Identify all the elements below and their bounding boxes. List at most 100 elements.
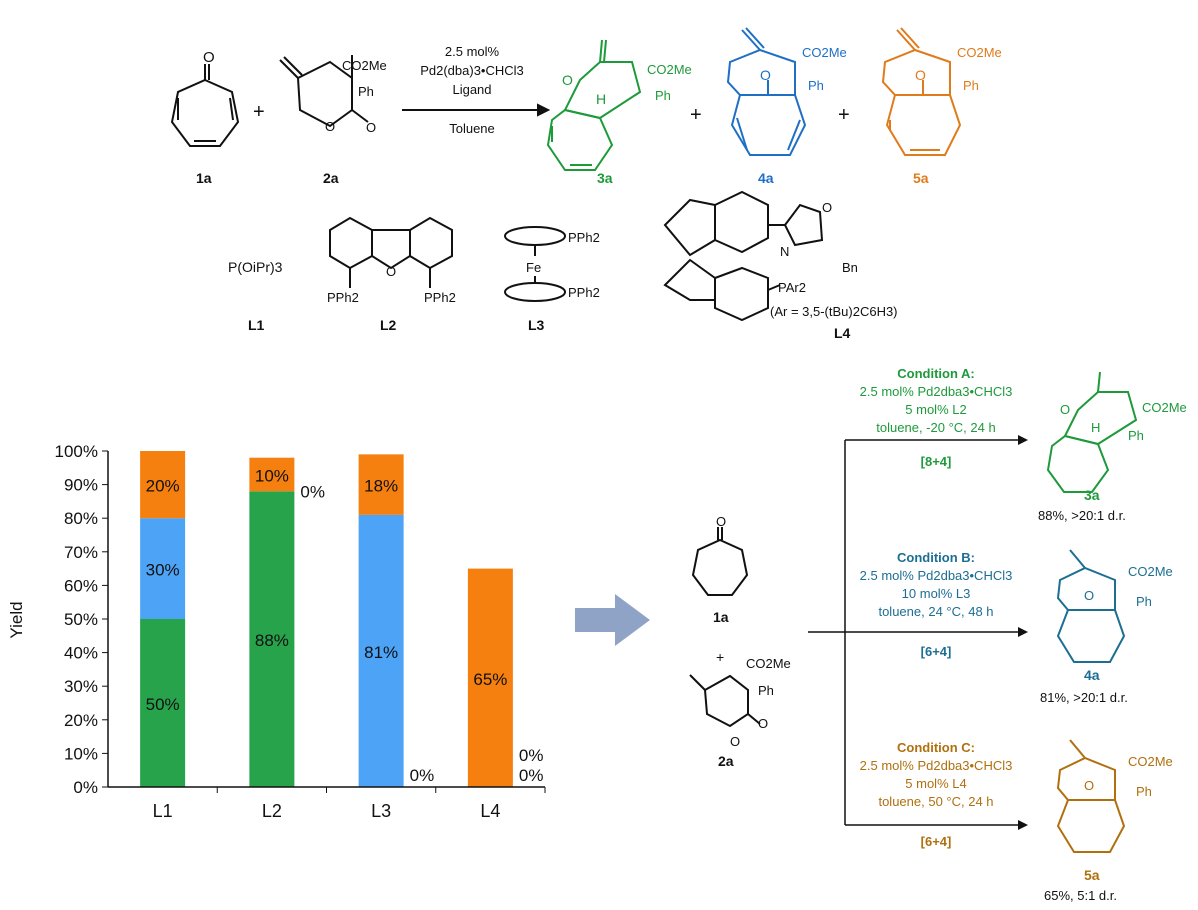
lactone-ph: Ph bbox=[358, 84, 374, 99]
condition-c-line1: 2.5 mol% Pd2dba3•CHCl3 bbox=[860, 758, 1013, 773]
x-tick-label: L1 bbox=[153, 801, 173, 821]
ligand-l1-label: L1 bbox=[248, 317, 265, 333]
lactone-small-co2me: CO2Me bbox=[746, 656, 791, 671]
tropone-1a-structure bbox=[170, 64, 240, 147]
product-3a-ph: Ph bbox=[655, 88, 671, 103]
conditions-line-1: 2.5 mol% bbox=[445, 44, 500, 59]
bar-segment bbox=[358, 454, 404, 515]
ligand-l3-label: L3 bbox=[528, 317, 545, 333]
bar-segment bbox=[467, 568, 513, 787]
condition-b-type: [6+4] bbox=[921, 644, 952, 659]
y-tick-label: 60% bbox=[64, 576, 98, 595]
arrowhead-a bbox=[1018, 435, 1028, 445]
product-5a-small-co2me: CO2Me bbox=[1128, 754, 1173, 769]
start-plus: + bbox=[716, 649, 724, 665]
arrowhead-c bbox=[1018, 820, 1028, 830]
condition-b-line1: 2.5 mol% Pd2dba3•CHCl3 bbox=[860, 568, 1013, 583]
tropone-small-structure bbox=[691, 527, 749, 596]
conditions-line-3: Ligand bbox=[452, 82, 491, 97]
label-1a: 1a bbox=[196, 170, 212, 186]
y-tick-label: 20% bbox=[64, 711, 98, 730]
product-5a-label: 5a bbox=[913, 170, 929, 186]
ligand-l1-formula: P(OiPr)3 bbox=[228, 259, 283, 275]
condition-b-product: 4a bbox=[1084, 667, 1100, 683]
bar-segment bbox=[249, 457, 295, 492]
lactone-small-ph: Ph bbox=[758, 683, 774, 698]
bar-segment bbox=[249, 491, 295, 787]
condition-a-title: Condition A: bbox=[897, 366, 975, 381]
product-3a-small-structure bbox=[1046, 371, 1138, 493]
condition-a-line2: 5 mol% L2 bbox=[905, 402, 966, 417]
product-4a-o: O bbox=[760, 67, 771, 83]
condition-a-product: 3a bbox=[1084, 487, 1100, 503]
start-2a-label: 2a bbox=[718, 753, 734, 769]
label-2a: 2a bbox=[323, 170, 339, 186]
y-axis-label: Yield bbox=[7, 601, 26, 638]
bar-segment bbox=[140, 518, 186, 619]
bar-value-label: 18% bbox=[364, 477, 398, 496]
branch-arrows bbox=[808, 439, 1020, 826]
condition-b-block: Condition B: 2.5 mol% Pd2dba3•CHCl3 10 m… bbox=[860, 550, 1013, 659]
condition-c-block: Condition C: 2.5 mol% Pd2dba3•CHCl3 5 mo… bbox=[860, 740, 1013, 849]
big-process-arrow bbox=[575, 594, 650, 646]
bar-segment bbox=[140, 619, 186, 787]
condition-c-line3: toluene, 50 °C, 24 h bbox=[878, 794, 993, 809]
condition-b-result: 81%, >20:1 d.r. bbox=[1040, 690, 1128, 705]
product-3a-small-co2me: CO2Me bbox=[1142, 400, 1187, 415]
plus-sign: + bbox=[253, 101, 265, 123]
ligand-l2-o: O bbox=[386, 264, 396, 279]
ligand-l4-note: (Ar = 3,5-(tBu)2C6H3) bbox=[770, 304, 898, 319]
arrowhead-b bbox=[1018, 627, 1028, 637]
plus-sign-2: + bbox=[690, 104, 702, 126]
conditions-line-2: Pd2(dba)3•CHCl3 bbox=[420, 63, 524, 78]
y-tick-label: 70% bbox=[64, 543, 98, 562]
ligand-l2-pph2-left: PPh2 bbox=[327, 290, 359, 305]
tropone-small-o: O bbox=[716, 514, 726, 529]
lactone-small-structure bbox=[689, 674, 761, 728]
bar-value-label: 20% bbox=[146, 477, 180, 496]
y-tick-label: 10% bbox=[64, 744, 98, 763]
ligand-l3-pph2-top: PPh2 bbox=[568, 230, 600, 245]
x-tick-label: L3 bbox=[371, 801, 391, 821]
bar-zero-label: 0% bbox=[519, 766, 544, 785]
condition-c-result: 65%, 5:1 d.r. bbox=[1044, 888, 1117, 903]
reaction-arrowhead bbox=[537, 103, 551, 117]
bar-segment bbox=[140, 451, 186, 519]
tropone-o-label: O bbox=[203, 49, 215, 66]
product-4a-small-co2me: CO2Me bbox=[1128, 564, 1173, 579]
condition-a-line3: toluene, -20 °C, 24 h bbox=[876, 420, 995, 435]
condition-b-line2: 10 mol% L3 bbox=[902, 586, 971, 601]
bar-zero-label: 0% bbox=[300, 483, 325, 502]
ligand-l3-structure bbox=[504, 226, 566, 302]
bar-zero-label: 0% bbox=[519, 746, 544, 765]
product-4a-small-structure bbox=[1056, 549, 1126, 663]
product-3a-co2me: CO2Me bbox=[647, 62, 692, 77]
condition-c-title: Condition C: bbox=[897, 740, 975, 755]
condition-c-type: [6+4] bbox=[921, 834, 952, 849]
condition-a-block: Condition A: 2.5 mol% Pd2dba3•CHCl3 5 mo… bbox=[860, 366, 1013, 469]
condition-a-type: [8+4] bbox=[921, 454, 952, 469]
product-4a-ph: Ph bbox=[808, 78, 824, 93]
ligand-l3-fe: Fe bbox=[526, 260, 541, 275]
ligand-l4-n: N bbox=[780, 244, 789, 259]
product-3a-label: 3a bbox=[597, 170, 613, 186]
bar-value-label: 30% bbox=[146, 561, 180, 580]
ligand-l2-structure bbox=[329, 216, 453, 288]
product-4a-label: 4a bbox=[758, 170, 774, 186]
ligand-l4-o: O bbox=[822, 200, 832, 215]
product-3a-small-o: O bbox=[1060, 402, 1070, 417]
conditions-line-4: Toluene bbox=[449, 121, 495, 136]
ligands-row: P(OiPr)3 L1 O PPh2 PPh2 L2 Fe PPh2 PPh2 … bbox=[228, 190, 898, 341]
ligand-l4-bn: Bn bbox=[842, 260, 858, 275]
product-5a-small-ph: Ph bbox=[1136, 784, 1152, 799]
start-1a-label: 1a bbox=[713, 609, 729, 625]
ligand-l4-label: L4 bbox=[834, 325, 851, 341]
y-tick-label: 30% bbox=[64, 677, 98, 696]
lactone-small-carbonyl-o: O bbox=[758, 716, 768, 731]
condition-a-line1: 2.5 mol% Pd2dba3•CHCl3 bbox=[860, 384, 1013, 399]
bar-value-label: 10% bbox=[255, 467, 289, 486]
lactone-small-ring-o: O bbox=[730, 734, 740, 749]
lactone-ring-o: O bbox=[325, 119, 335, 134]
